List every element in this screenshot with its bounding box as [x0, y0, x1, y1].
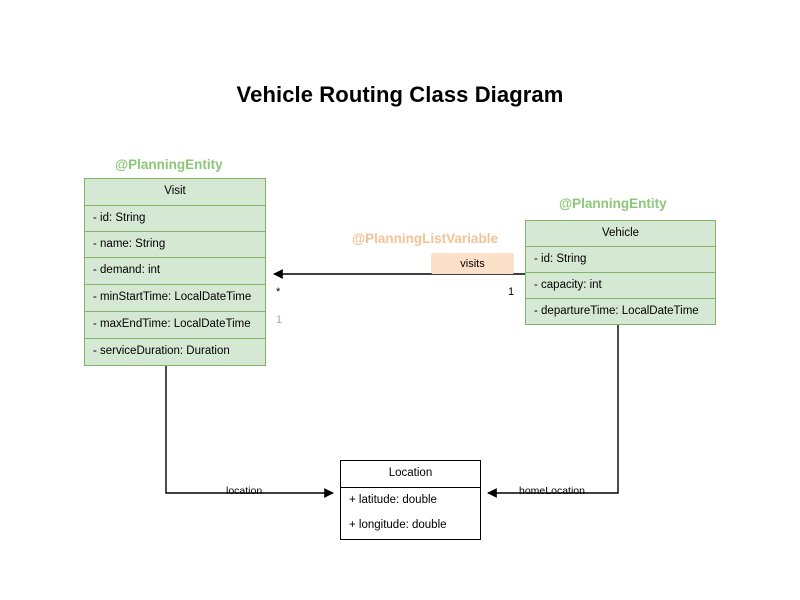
uml-class-visit-attribute: - demand: int	[85, 257, 265, 284]
uml-class-visit[interactable]: Visit - id: String - name: String - dema…	[84, 178, 266, 366]
uml-class-visit-attribute: - maxEndTime: LocalDateTime	[85, 311, 265, 338]
uml-class-visit-attribute: - id: String	[85, 205, 265, 231]
page-title: Vehicle Routing Class Diagram	[236, 82, 564, 107]
uml-class-vehicle[interactable]: Vehicle - id: String - capacity: int - d…	[525, 220, 716, 325]
multiplicity-visit-side: *	[276, 286, 281, 298]
uml-class-visit-name: Visit	[164, 185, 186, 198]
multiplicity-visit-location-side: 1	[276, 314, 283, 326]
uml-class-location[interactable]: Location + latitude: double + longitude:…	[340, 460, 481, 540]
uml-class-visit-attribute: - name: String	[85, 231, 265, 257]
uml-class-vehicle-attribute: - capacity: int	[526, 272, 715, 298]
association-label-location: location	[226, 485, 263, 497]
uml-class-location-attribute: + latitude: double	[341, 487, 480, 513]
association-label-visits: visits	[431, 253, 514, 274]
uml-class-visit-attribute: - serviceDuration: Duration	[85, 338, 265, 365]
visit-annotation-planning-entity: @PlanningEntity	[115, 157, 223, 172]
edge-visit-location	[165, 363, 334, 498]
edge-vehicle-home-location	[487, 322, 619, 498]
uml-class-vehicle-attribute: - id: String	[526, 246, 715, 272]
uml-class-location-attribute: + longitude: double	[349, 519, 447, 532]
uml-class-vehicle-attribute: - departureTime: LocalDateTime	[526, 298, 715, 324]
association-label-home-location: homeLocation	[519, 485, 585, 497]
uml-class-vehicle-name: Vehicle	[601, 226, 640, 239]
visits-annotation-planning-list-variable: @PlanningListVariable	[352, 231, 498, 246]
vehicle-annotation-planning-entity: @PlanningEntity	[559, 196, 667, 211]
uml-class-location-name: Location	[388, 467, 433, 480]
uml-class-visit-attribute: - minStartTime: LocalDateTime	[85, 284, 265, 311]
multiplicity-vehicle-side: 1	[508, 286, 515, 298]
